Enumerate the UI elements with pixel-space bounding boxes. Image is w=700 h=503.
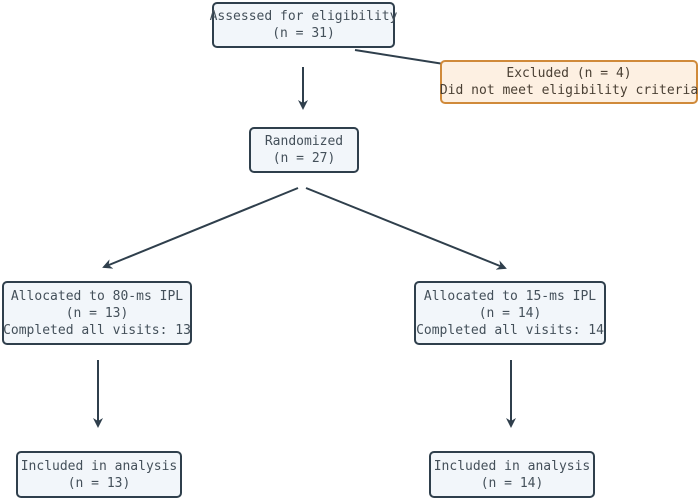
excluded-reason: Did not meet eligibility criteria: [439, 83, 699, 98]
randomized-box: Randomized (n = 27): [249, 127, 359, 173]
right-arm-completed: Completed all visits: 14: [416, 322, 604, 338]
left-arm-completed: Completed all visits: 13: [3, 322, 191, 338]
assessed-title: Assessed for eligibility: [209, 9, 398, 24]
right-arm-title: Allocated to 15-ms IPL: [423, 288, 597, 304]
right-arm-allocation-box: Allocated to 15-ms IPL (n = 14) Complete…: [414, 281, 606, 345]
right-analysis-title: Included in analysis: [433, 458, 591, 474]
right-analysis-box: Included in analysis (n = 14): [429, 451, 595, 498]
left-arm-allocation-box: Allocated to 80-ms IPL (n = 13) Complete…: [2, 281, 192, 345]
left-analysis-box: Included in analysis (n = 13): [16, 451, 182, 498]
assessed-box: Assessed for eligibility (n = 31): [209, 2, 398, 48]
left-analysis-count: (n = 13): [67, 475, 131, 491]
randomized-count: (n = 27): [272, 151, 336, 166]
excluded-title: Excluded (n = 4): [506, 66, 632, 81]
excluded-box: Excluded (n = 4) Did not meet eligibilit…: [440, 60, 698, 104]
assessed-count: (n = 31): [272, 26, 335, 41]
arrow-randomized-to-left-arm: [102, 187, 299, 269]
right-arm-count: (n = 14): [478, 305, 542, 321]
left-analysis-title: Included in analysis: [20, 458, 178, 474]
left-arm-count: (n = 13): [65, 305, 129, 321]
randomized-title: Randomized: [264, 134, 344, 149]
arrow-randomized-to-right-arm: [305, 187, 507, 270]
left-arm-title: Allocated to 80-ms IPL: [10, 288, 184, 304]
right-analysis-count: (n = 14): [480, 475, 544, 491]
